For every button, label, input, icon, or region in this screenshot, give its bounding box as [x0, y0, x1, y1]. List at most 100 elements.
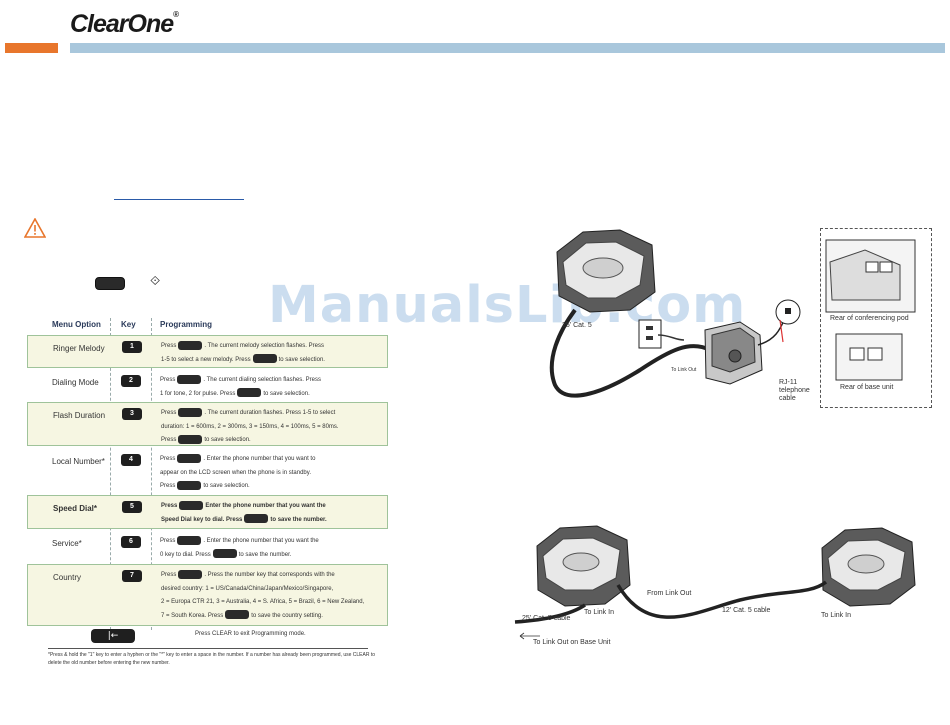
phone-jack: [775, 299, 801, 343]
label-cable-12: 12' Cat. 5 cable: [722, 607, 771, 614]
label-rear-base: Rear of base unit: [840, 384, 894, 391]
instruction-text: Speed Dial key to dial. Press: [161, 516, 243, 523]
label-to-link-in-left: To Link In: [584, 609, 614, 616]
footnote: *Press & hold the "1" key to enter a hyp…: [48, 652, 376, 666]
menu-option-label: Ringer Melody: [53, 344, 105, 353]
instruction-text: Enter the phone number that you want the: [205, 503, 326, 509]
label-to-link-in-right: To Link In: [821, 612, 851, 619]
label-cable-top: 25' Cat. 5: [562, 322, 592, 329]
instruction-text: to save the number.: [270, 516, 327, 523]
instruction-text: Press: [160, 483, 176, 489]
instruction-text: . The current duration flashes. Press 1-…: [204, 410, 336, 416]
conferencing-pod-left: [536, 525, 631, 607]
column-divider: [151, 318, 152, 630]
instruction-text: to save selection.: [203, 483, 250, 489]
instruction-text: Press: [161, 503, 178, 509]
instruction-text: appear on the LCD screen when the phone …: [160, 469, 311, 476]
instruction-text: to save the number.: [238, 551, 292, 558]
instruction-text: Press: [161, 410, 177, 416]
instruction-line: Press . The current duration flashes. Pre…: [161, 407, 386, 421]
program-key-icon: [178, 340, 203, 350]
instruction-text: Press: [161, 343, 177, 349]
footnote-rule: [48, 648, 368, 649]
instruction-line: Press . The current melody selection flas…: [161, 340, 386, 354]
instruction-text: to save selection.: [263, 390, 310, 397]
instruction-text: 1 for tone, 2 for pulse. Press: [160, 390, 236, 397]
program-key-icon: [244, 514, 269, 524]
key-badge: 7: [122, 570, 142, 582]
instruction-text: . The current dialing selection flashes.…: [203, 377, 321, 383]
instruction-line: 0 key to dial. Press to save the number.: [160, 549, 385, 563]
wall-outlet: [638, 319, 662, 349]
program-key-icon: [177, 535, 202, 545]
instruction-text: Press: [160, 456, 176, 462]
programming-instructions: Press Enter the phone number that you wan…: [161, 500, 386, 527]
instruction-text: 0 key to dial. Press: [160, 551, 211, 558]
instruction-text: 7 = South Korea. Press: [161, 612, 224, 619]
link-underline[interactable]: [114, 199, 244, 200]
instruction-text: 1-5 to select a new melody. Press: [161, 356, 251, 363]
instruction-line: Press Enter the phone number that you wan…: [161, 500, 386, 514]
clear-key-icon: |←: [91, 629, 135, 643]
instruction-text: . Enter the phone number that you want t…: [203, 456, 316, 462]
table-row: Ringer Melody 1 Press . The current melody …: [27, 335, 388, 368]
program-key-icon: [177, 453, 202, 463]
instruction-text: to save selection.: [278, 356, 325, 363]
instruction-text: 2 = Europa CTR 21, 3 = Australia, 4 = S.…: [161, 599, 365, 605]
instruction-text: Press: [160, 538, 176, 544]
programming-instructions: Press . Press the number key that corresp…: [161, 569, 386, 623]
label-rear-pod: Rear of conferencing pod: [830, 315, 909, 322]
instruction-text: . Press the number key that corresponds …: [204, 572, 335, 578]
rear-views-box: [820, 228, 932, 408]
key-badge: 6: [121, 536, 141, 548]
label-cable-25: 25' Cat. 5 cable: [522, 615, 571, 622]
program-key-icon: [178, 407, 203, 417]
instruction-text: Press: [161, 437, 177, 443]
header-rule: [70, 43, 945, 53]
instruction-text: . Enter the phone number that you want t…: [203, 538, 319, 544]
instruction-line: 1 for tone, 2 for pulse. Press to save se…: [160, 388, 385, 402]
instruction-line: 2 = Europa CTR 21, 3 = Australia, 4 = S.…: [161, 596, 386, 610]
instruction-text: Press: [161, 572, 177, 578]
instruction-line: Press. The current dialing selection fla…: [160, 374, 385, 388]
header-programming: Programming: [160, 320, 213, 329]
instruction-text: to save selection.: [204, 437, 251, 443]
clear-instruction: Press CLEAR to exit Programming mode.: [195, 631, 306, 637]
clear-row: |← Press CLEAR to exit Programming mode.: [27, 627, 388, 645]
key-badge: 5: [122, 501, 142, 513]
conferencing-pod-right: [821, 527, 916, 607]
key-badge: 3: [122, 408, 142, 420]
instruction-line: Press . Press the number key that corresp…: [161, 569, 386, 583]
key-badge: 4: [121, 454, 141, 466]
label-from-link-out: From Link Out: [647, 590, 692, 597]
clearone-logo: ClearOne®: [70, 10, 179, 38]
conferencing-pod-top: [556, 229, 656, 313]
instruction-text: . The current melody selection flashes. …: [204, 343, 324, 349]
program-key-icon: [178, 434, 203, 444]
key-badge: 1: [122, 341, 142, 353]
menu-option-label: Country: [53, 573, 82, 582]
table-row: Country 7 Press . Press the number key that…: [27, 564, 388, 626]
header-menu-option: Menu Option: [52, 320, 101, 329]
warning-icon: [24, 218, 46, 238]
program-key-icon: [212, 549, 237, 559]
program-key-icon: [252, 354, 277, 364]
menu-option-label: Service*: [52, 539, 82, 548]
instruction-line: duration: 1 = 600ms, 2 = 300ms, 3 = 150m…: [161, 421, 386, 435]
instruction-line: Press . Enter the phone number that you w…: [160, 535, 385, 549]
program-key-icon: [225, 610, 250, 620]
menu-option-label: Local Number*: [52, 457, 105, 466]
programming-instructions: Press. The current dialing selection fla…: [160, 374, 385, 401]
label-to-link-out: To Link Out: [671, 367, 697, 373]
instruction-line: Speed Dial key to dial. Press to save the…: [161, 514, 386, 528]
instruction-line: Press . Enter the phone number that you w…: [160, 453, 385, 467]
instruction-line: 1-5 to select a new melody. Press to save…: [161, 354, 386, 368]
base-unit: [704, 321, 763, 385]
column-divider: [110, 318, 111, 630]
